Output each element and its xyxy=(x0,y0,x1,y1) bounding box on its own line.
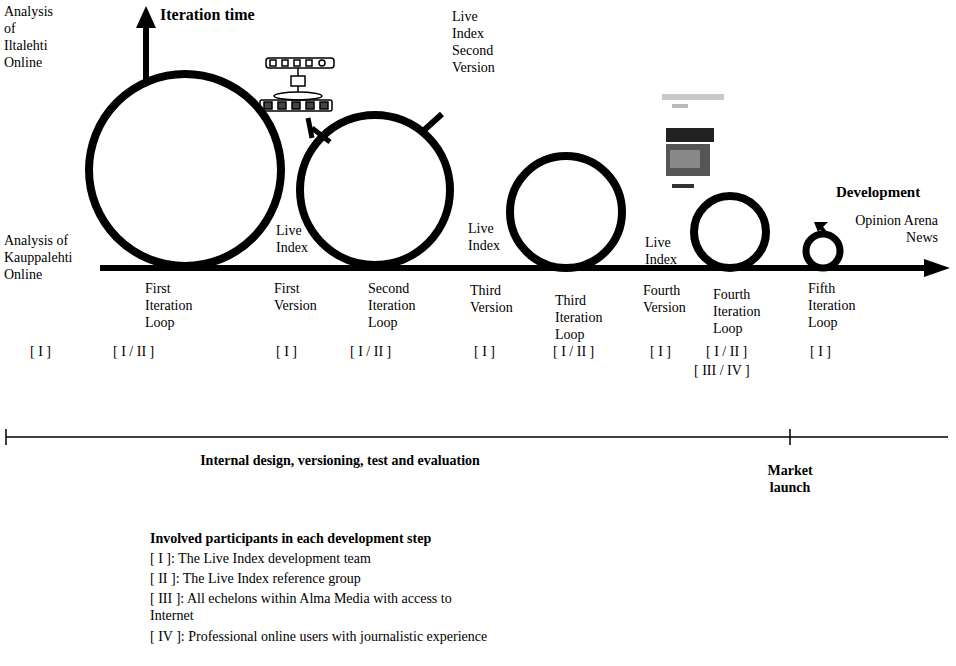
loop-label: Fourth Iteration Loop xyxy=(713,286,777,337)
axis-title: Development xyxy=(836,184,920,201)
iteration-loop xyxy=(300,115,450,265)
loop-label: Third Iteration Loop xyxy=(555,292,617,343)
iteration-loop xyxy=(510,156,622,268)
workflow-icon xyxy=(260,58,334,111)
screenshot-icon xyxy=(662,94,724,188)
iteration-time-arrow xyxy=(143,26,149,82)
loop-tail xyxy=(312,128,330,142)
version-label: Live Index xyxy=(276,222,316,256)
participant-code: [ I ] xyxy=(650,343,671,360)
loop-label: Fifth Iteration Loop xyxy=(808,280,870,331)
legend-title: Involved participants in each developmen… xyxy=(150,530,431,547)
phase-line xyxy=(6,436,948,438)
participant-code: [ I ] xyxy=(30,343,51,360)
outcome-note: Opinion Arena News xyxy=(838,212,938,246)
legend-entry: [ I ]: The Live Index development team xyxy=(150,550,490,567)
participant-code: [ I ] xyxy=(810,343,831,360)
loop-arrowhead xyxy=(814,222,828,232)
phase-tick xyxy=(5,429,7,445)
participant-code: [ I / II ] xyxy=(553,343,594,360)
version-label: Live Index xyxy=(645,234,685,268)
participant-code: [ I / II ] xyxy=(113,343,154,360)
phase-label: Internal design, versioning, test and ev… xyxy=(60,452,620,469)
participant-code: [ III / IV ] xyxy=(694,362,750,379)
loop-tail xyxy=(422,114,442,132)
iteration-loop xyxy=(694,196,766,268)
version-label: Third Version xyxy=(470,282,522,316)
phase-label: Market launch xyxy=(746,462,834,496)
legend-entry: [ II ]: The Live Index reference group xyxy=(150,570,490,587)
version-label: Live Index xyxy=(468,220,508,254)
iteration-loop xyxy=(806,234,840,268)
axis-title: Iteration time xyxy=(160,6,255,23)
legend-entry: [ IV ]: Professional online users with j… xyxy=(150,628,490,645)
source-note: Analysis of Kauppalehti Online xyxy=(4,232,94,283)
participant-code: [ I ] xyxy=(474,343,495,360)
participant-code: [ I / II ] xyxy=(706,343,747,360)
source-note: Analysis of Iltalehti Online xyxy=(4,3,60,71)
version-label: First Version xyxy=(274,280,326,314)
axis-arrowhead xyxy=(924,259,950,277)
loop-tail-bar xyxy=(308,118,312,138)
version-note: Live Index Second Version xyxy=(452,8,512,76)
phase-tick xyxy=(789,429,791,445)
participant-code: [ I / II ] xyxy=(350,343,391,360)
version-label: Fourth Version xyxy=(643,282,697,316)
loop-label: First Iteration Loop xyxy=(145,280,207,331)
time-axis xyxy=(100,265,928,271)
iteration-arrowhead xyxy=(136,6,156,28)
loop-label: Second Iteration Loop xyxy=(368,280,432,331)
participant-code: [ I ] xyxy=(276,343,297,360)
iteration-loop xyxy=(89,74,281,266)
legend-entry: [ III ]: All echelons within Alma Media … xyxy=(150,590,480,624)
